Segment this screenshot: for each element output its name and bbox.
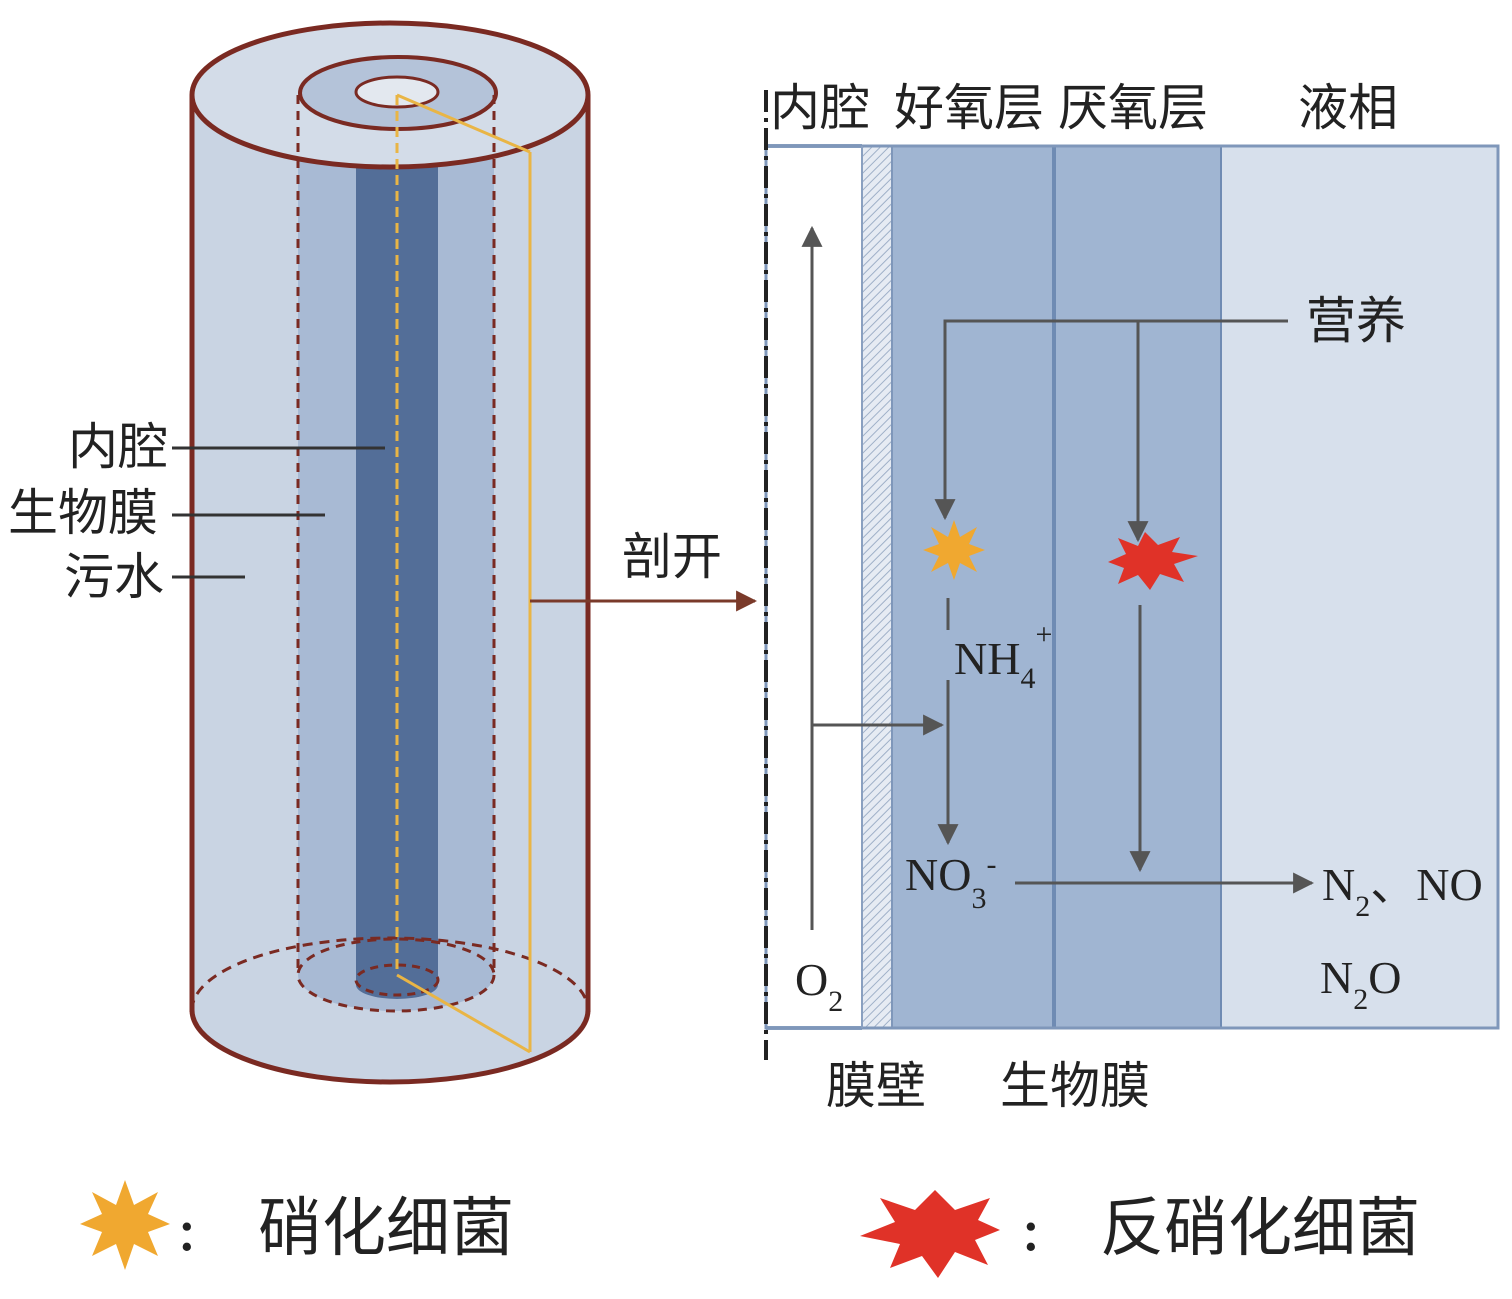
membrane-wall: [861, 145, 893, 1029]
header-lumen: 内腔: [770, 79, 870, 137]
header-anoxic: 厌氧层: [1058, 79, 1208, 137]
legend-denitrifying-label: 反硝化细菌: [1100, 1192, 1420, 1266]
label-biofilm: 生物膜: [8, 484, 158, 542]
nitrate-label: NO3-: [905, 848, 996, 915]
legend-nitrifying-icon: [80, 1180, 170, 1270]
liquid-phase: [1222, 146, 1498, 1028]
cross-section: 内腔 好氧层 厌氧层 液相 营养 NH4+ NO3- O2 N2、NO N2O …: [764, 79, 1500, 1115]
legend-nitrifying-label: 硝化细菌: [258, 1192, 514, 1266]
label-cut: 剖开: [622, 528, 722, 586]
products-line1-label: N2、NO: [1322, 859, 1483, 923]
label-biofilm-bottom: 生物膜: [1000, 1057, 1150, 1115]
label-nutrient: 营养: [1306, 292, 1406, 350]
cut-arrow: 剖开: [530, 528, 758, 612]
hollow-fiber-cylinder: 内腔 生物膜 污水: [8, 20, 591, 1085]
header-liquid: 液相: [1298, 79, 1398, 137]
anoxic-layer: [1054, 146, 1222, 1028]
label-wastewater: 污水: [64, 548, 164, 606]
legend-separator-2: :: [1020, 1192, 1042, 1266]
header-aerobic: 好氧层: [894, 79, 1044, 137]
label-lumen: 内腔: [68, 418, 168, 476]
denitrifying-bacteria-icon: [1108, 532, 1198, 590]
lumen-area: [766, 146, 862, 1028]
legend-separator-1: :: [176, 1192, 198, 1266]
nutrient-line: [934, 319, 1288, 521]
nitrifying-bacteria-icon: [923, 520, 985, 580]
oxygen-label: O2: [795, 954, 843, 1018]
aerobic-layer: [892, 146, 1054, 1028]
legend-denitrifying-icon: [860, 1190, 1000, 1278]
ammonium-label: NH4+: [954, 618, 1052, 695]
products-line2-label: N2O: [1320, 952, 1401, 1016]
label-membrane-wall: 膜壁: [826, 1057, 926, 1115]
legend: : 硝化细菌 : 反硝化细菌: [80, 1180, 1420, 1278]
